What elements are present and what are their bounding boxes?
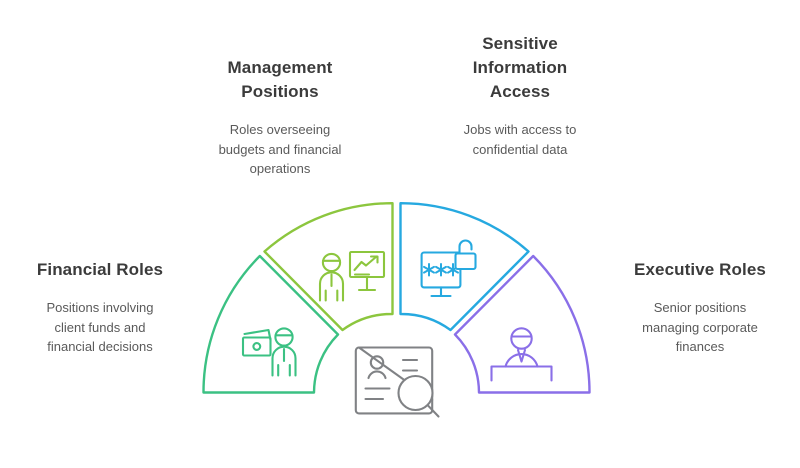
- segment-management-positions[interactable]: [263, 201, 394, 332]
- document-profile-search-icon: [354, 346, 440, 418]
- segment-management-positions-shape[interactable]: [263, 201, 394, 332]
- segment-financial-roles-shape[interactable]: [202, 254, 340, 394]
- label-sensitive-information-access-title: Sensitive Information Access: [472, 34, 568, 102]
- executive-desk-icon: [490, 327, 553, 382]
- label-management-positions-description: Roles overseeing budgets and financial o…: [218, 122, 342, 177]
- label-sensitive-information-access-description: Jobs with access to confidential data: [463, 122, 577, 157]
- label-financial-roles: Financial Roles Positions involving clie…: [5, 258, 195, 357]
- segment-executive-roles-shape[interactable]: [453, 254, 591, 394]
- segment-sensitive-information-access-shape[interactable]: [399, 201, 530, 332]
- label-financial-roles-description: Positions involving client funds and fin…: [46, 300, 154, 355]
- cash-person-icon: [241, 327, 297, 377]
- label-executive-roles-description: Senior positions managing corporate fina…: [642, 300, 758, 355]
- label-management-positions: Management Positions Roles overseeing bu…: [180, 56, 380, 179]
- segment-executive-roles[interactable]: [453, 254, 591, 394]
- segment-sensitive-information-access[interactable]: [399, 201, 530, 332]
- presenter-chart-icon: [318, 250, 386, 302]
- label-sensitive-information-access: Sensitive Information Access Jobs with a…: [420, 32, 620, 159]
- monitor-password-lock-icon: [420, 239, 477, 298]
- segment-financial-roles[interactable]: [202, 254, 340, 394]
- label-management-positions-title: Management Positions: [227, 58, 333, 102]
- label-executive-roles-title: Executive Roles: [634, 260, 766, 279]
- label-executive-roles: Executive Roles Senior positions managin…: [605, 258, 795, 357]
- label-financial-roles-title: Financial Roles: [36, 260, 164, 279]
